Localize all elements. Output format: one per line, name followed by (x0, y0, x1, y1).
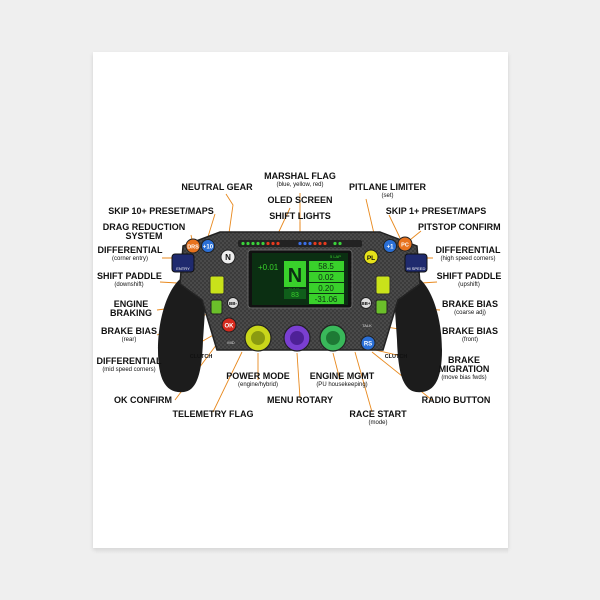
label-pitstop: PITSTOP CONFIRM (418, 222, 501, 232)
label-diff-mid: DIFFERENTIAL(mid speed corners) (96, 356, 162, 374)
radio-button[interactable] (360, 335, 376, 351)
bb-minus-label: BB- (229, 301, 237, 306)
skip1-button[interactable] (383, 239, 397, 253)
brake-bias-rotary[interactable] (375, 299, 388, 315)
delta-time: +0.01 (258, 263, 279, 272)
pitstop-button-label: PC (401, 243, 409, 249)
label-skip1: SKIP 1+ PRESET/MAPS (385, 206, 487, 216)
label-bb-rear: BRAKE BIAS(rear) (100, 326, 157, 344)
pitlane-button-label: PL (367, 255, 375, 262)
ok-button-label: OK (225, 324, 235, 330)
screen-value-1: 58.5 (318, 262, 334, 271)
menu-rotary-center (290, 331, 304, 345)
label-power-mode: POWER MODE(engine/hybrid) (226, 371, 290, 389)
leader-neutral-gear (225, 193, 234, 241)
screen-values: 58.5 0.02 0.20 -31.06 (309, 261, 344, 304)
label-drs: DRAG REDUCTION SYSTEM (102, 222, 186, 241)
skip10-button-label: +10 (203, 245, 214, 251)
skip1-button-label: +1 (387, 245, 395, 251)
leader-skip1 (388, 214, 402, 241)
label-shift-lights: SHIFT LIGHTS (269, 211, 331, 221)
clutch-right-label: CLUTCH (385, 354, 408, 360)
label-bb-front: BRAKE BIAS(front) (441, 326, 498, 344)
label-neutral-gear: NEUTRAL GEAR (181, 182, 253, 192)
diff-entry-rotary-label: ENTRY (176, 266, 190, 271)
pitlane-button[interactable] (363, 249, 379, 265)
label-pitlane-limiter: PITLANE LIMITER(set) (349, 182, 426, 200)
power-mode-rotary-center (251, 331, 265, 345)
radio-button-label: RS (364, 342, 372, 348)
small-value-box (284, 289, 306, 299)
label-engine-mgmt: ENGINE MGMT(PU housekeeping) (309, 371, 375, 389)
label-diff-high: DIFFERENTIAL(high speed corners) (435, 245, 501, 263)
screen-value-4: -31.06 (315, 295, 338, 304)
leader-menu-rotary (296, 352, 301, 399)
drs-button-label: DRS (187, 245, 199, 251)
label-race-start: RACE START(mode) (349, 409, 407, 427)
gear-box (284, 261, 306, 287)
screen-value-2: 0.02 (318, 273, 334, 282)
drs-button[interactable] (185, 238, 201, 254)
label-bb-coarse: BRAKE BIAS(coarse adj) (441, 299, 498, 317)
gear-indicator: N (288, 265, 302, 287)
bb-minus-button[interactable] (227, 297, 239, 309)
skip10-button[interactable] (201, 239, 215, 253)
label-radio-button: RADIO BUTTON (421, 395, 491, 405)
diff-entry-rotary[interactable] (171, 253, 195, 273)
ok-button[interactable] (221, 317, 237, 333)
leader-race-start (354, 351, 373, 413)
shift-lights (241, 241, 342, 246)
small-value: 83 (291, 292, 299, 299)
label-ok-confirm: OK CONFIRM (114, 395, 172, 405)
label-marshal-flag: MARSHAL FLAG(blue, yellow, red) (264, 171, 336, 189)
diff-hi-speed-rotary-label: HI SPEED (407, 266, 426, 271)
neutral-button-label: N (225, 253, 231, 262)
neutral-button[interactable] (220, 249, 236, 265)
bb-plus-label: BB+ (361, 301, 370, 306)
label-oled-screen: OLED SCREEN (267, 195, 333, 205)
label-shift-down: SHIFT PADDLE(downshift) (97, 271, 162, 289)
left-grip[interactable] (158, 276, 206, 393)
leader-telemetry (212, 351, 243, 413)
label-skip10: SKIP 10+ PRESET/MAPS (108, 206, 214, 216)
clutch-left-label: CLUTCH (190, 354, 213, 360)
diff-hi-speed-rotary[interactable] (404, 253, 428, 273)
engine-mgmt-rotary-center (326, 331, 340, 345)
engine-braking-rotary[interactable] (210, 299, 223, 315)
downshift-toggle[interactable] (209, 275, 225, 295)
label-engine-braking: ENGINE BRAKING (110, 299, 152, 318)
label-brake-migration: BRAKE MIGRATION(move bias fwds) (438, 355, 490, 382)
lap-indicator: 5 LAP (330, 254, 341, 259)
pitstop-button[interactable] (397, 236, 413, 252)
upshift-toggle[interactable] (375, 275, 391, 295)
mid-label: MID (227, 340, 234, 345)
talk-label: TALK (362, 323, 372, 328)
label-diff-entry: DIFFERENTIAL(corner entry) (97, 245, 163, 263)
right-grip[interactable] (394, 276, 442, 393)
poster-shadow (96, 548, 508, 554)
bb-plus-button[interactable] (360, 297, 372, 309)
leader-engine-mgmt (332, 352, 341, 381)
label-menu-rotary: MENU ROTARY (267, 395, 333, 405)
label-telemetry-flag: TELEMETRY FLAG (172, 409, 254, 419)
label-shift-up: SHIFT PADDLE(upshift) (436, 271, 502, 289)
screen-value-3: 0.20 (318, 284, 334, 293)
